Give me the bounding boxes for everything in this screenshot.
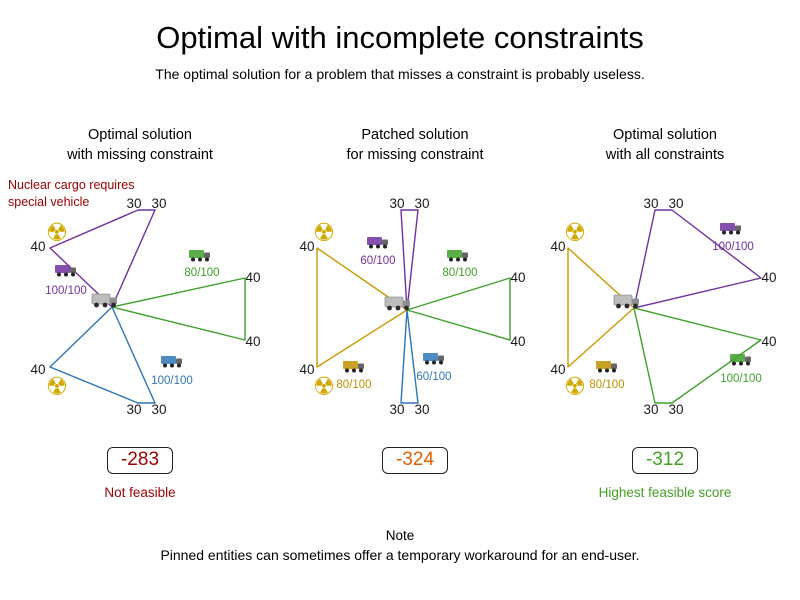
verdict-label: Highest feasible score (598, 485, 732, 500)
panel-3-heading: Optimal solution with all constraints (535, 125, 795, 166)
score-badge: -324 (381, 447, 449, 474)
note-text: Pinned entities can sometimes offer a te… (160, 547, 640, 563)
route-green (111, 277, 246, 341)
route-purple (633, 209, 762, 309)
score-badge: -312 (631, 447, 699, 474)
truck-capacity-label: 60/100 (416, 371, 451, 383)
customer-label: 40 (30, 239, 45, 254)
customer-label: 30 (643, 196, 658, 211)
nuclear-icon: ☢ (46, 218, 68, 247)
customer-label: 30 (643, 402, 658, 417)
customer-label: 40 (30, 362, 45, 377)
panel-1-heading-line-1: Optimal solution (88, 127, 192, 143)
customer-label: 30 (126, 402, 141, 417)
score-badge: -283 (106, 447, 174, 474)
nuclear-icon: ☢ (46, 372, 68, 401)
panel-2-heading: Patched solution for missing constraint (285, 125, 545, 166)
truck-capacity-label: 100/100 (720, 373, 762, 385)
score-row: -324 (285, 447, 545, 474)
page-title: Optimal with incomplete constraints (156, 20, 644, 55)
truck-icon (161, 356, 182, 368)
customer-label: 40 (510, 334, 525, 349)
nuclear-icon: ☢ (313, 218, 335, 247)
depot-truck-icon (613, 294, 639, 309)
customer-label: 40 (550, 239, 565, 254)
customer-label: 30 (151, 196, 166, 211)
page-subtitle: The optimal solution for a problem that … (155, 66, 645, 82)
nuclear-icon: ☢ (564, 218, 586, 247)
note-title: Note (385, 528, 415, 543)
customer-label: 40 (550, 362, 565, 377)
truck-capacity-label: 100/100 (45, 285, 87, 297)
truck-icon (596, 361, 617, 373)
route-graph-1: 40 30 30 40 40 40 30 30 ☢ ☢ 100/100 80/1… (30, 196, 260, 417)
customer-label: 30 (126, 196, 141, 211)
customer-label: 30 (389, 196, 404, 211)
customer-label: 40 (510, 270, 525, 285)
score-row: -312 (535, 447, 795, 474)
annotation-line-1: Nuclear cargo requires (8, 178, 135, 192)
truck-icon (720, 223, 741, 235)
truck-capacity-label: 60/100 (360, 255, 395, 267)
truck-capacity-label: 100/100 (712, 241, 754, 253)
customer-label: 30 (151, 402, 166, 417)
route-purple (400, 209, 419, 311)
truck-icon (730, 354, 751, 366)
customer-label: 30 (668, 196, 683, 211)
customer-label: 40 (299, 239, 314, 254)
truck-icon (343, 361, 364, 373)
truck-icon (423, 353, 444, 365)
nuclear-icon: ☢ (564, 372, 586, 401)
truck-capacity-label: 80/100 (442, 267, 477, 279)
panel-1-heading: Optimal solution with missing constraint (10, 125, 270, 166)
customer-label: 30 (389, 402, 404, 417)
route-graph-2: 40 30 30 40 40 40 30 30 ☢ ☢ 60/100 80/10… (299, 196, 525, 417)
route-blue (49, 306, 156, 404)
truck-icon (55, 265, 76, 277)
depot-truck-icon (384, 296, 410, 311)
customer-label: 30 (414, 196, 429, 211)
truck-capacity-label: 100/100 (151, 375, 193, 387)
nuclear-constraint-annotation: Nuclear cargo requires special vehicle (8, 177, 134, 211)
panel-2-heading-line-2: for missing constraint (346, 147, 484, 164)
nuclear-icon: ☢ (313, 372, 335, 401)
customer-label: 30 (668, 402, 683, 417)
annotation-line-2: special vehicle (8, 194, 90, 209)
customer-label: 40 (761, 334, 776, 349)
truck-icon (447, 250, 468, 262)
verdict-label: Not feasible (104, 485, 176, 500)
route-blue (400, 309, 419, 404)
customer-label: 40 (245, 334, 260, 349)
panel-3-heading-line-2: with all constraints (605, 147, 725, 164)
depot-truck-icon (91, 293, 117, 308)
route-gold (567, 247, 635, 368)
panel-patched-solution: Patched solution for missing constraint … (285, 125, 545, 505)
customer-label: 40 (761, 270, 776, 285)
customer-label: 30 (414, 402, 429, 417)
route-graph-3: 40 30 30 40 40 40 30 30 ☢ ☢ 100/100 80/1… (550, 196, 776, 417)
customer-label: 40 (245, 270, 260, 285)
truck-capacity-label: 80/100 (336, 379, 371, 391)
panel-1-heading-line-2: with missing constraint (67, 147, 213, 164)
truck-icon (189, 250, 210, 262)
truck-icon (367, 237, 388, 249)
truck-capacity-label: 80/100 (589, 379, 624, 391)
panel-all-constraints: Optimal solution with all constraints 40… (535, 125, 795, 505)
customer-label: 40 (299, 362, 314, 377)
score-row: -283 (10, 447, 270, 474)
panel-missing-constraint: Optimal solution with missing constraint… (10, 125, 270, 505)
truck-capacity-label: 80/100 (184, 267, 219, 279)
route-green (406, 277, 511, 341)
panel-3-heading-line-1: Optimal solution (613, 127, 717, 143)
panel-2-heading-line-1: Patched solution (361, 127, 469, 143)
route-green (633, 307, 762, 404)
route-gold (316, 247, 408, 368)
